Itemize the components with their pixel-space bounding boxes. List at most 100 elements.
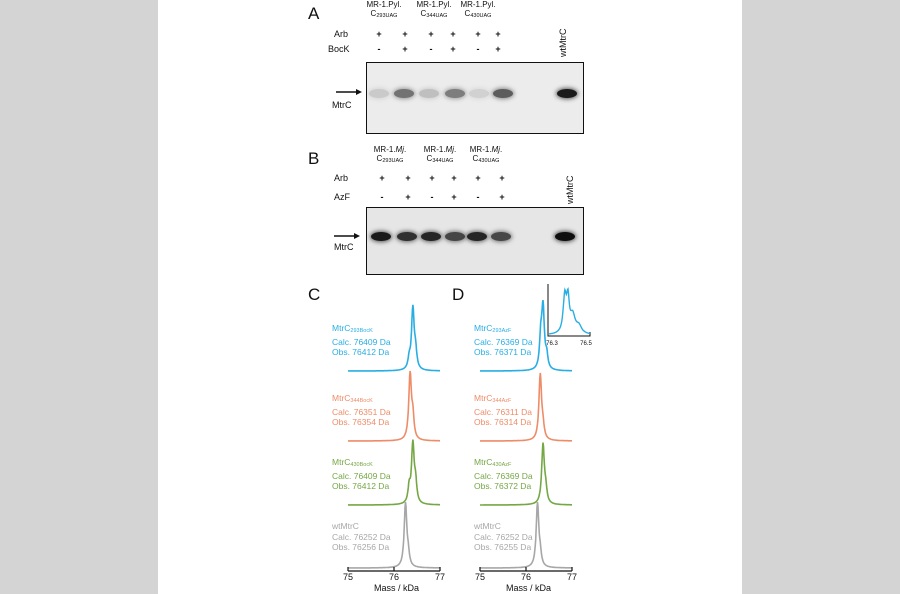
construct-italic: Mj [395,145,404,154]
spectrum-trace [480,502,572,569]
construct-suffix: . [404,145,407,154]
panel-b-row2-label: AzF [334,192,351,202]
row1-sign: + [376,29,382,39]
gel-band [369,89,389,98]
construct-main: C [376,154,383,163]
panel-b-construct-1: MR-1.Mj. C293UAG [368,145,412,166]
gel-band [419,89,439,98]
spectrum-trace [348,502,440,569]
construct-prefix: MR-1. [373,145,396,154]
panel-b-gel [366,207,584,275]
row2-sign: - [476,44,480,54]
construct-main: C [426,154,433,163]
panel-a-construct-2: MR-1.Pyl. C344UAG [412,0,456,21]
x-tick-label: 75 [475,572,485,582]
gel-band [371,232,391,241]
row1-sign: + [495,29,501,39]
obs-mass: Obs. 76372 Da [474,481,532,491]
row2-sign: - [380,192,384,202]
trace-name: MtrC [332,393,351,403]
panel-c-xlabel: Mass / kDa [374,583,420,593]
construct-italic: Mj [491,145,500,154]
construct-suffix: . [500,145,503,154]
trace-name: MtrC [332,457,351,467]
calc-mass: Calc. 76252 Da [474,531,533,542]
calc-mass: Calc. 76409 Da [332,470,391,481]
panel-b-control-label: wtMtrC [565,175,575,205]
panel-a-control-label: wtMtrC [558,28,568,58]
gel-band [397,232,417,241]
panel-b-letter: B [308,149,320,168]
obs-mass: Obs. 76412 Da [332,481,390,491]
trace-name-sub: 293BocK [350,328,373,334]
calc-mass: Calc. 76369 Da [474,336,533,347]
inset-tick-label: 76.3 [546,341,558,347]
construct-italic: Mj [445,145,454,154]
calc-mass: Calc. 76409 Da [332,336,391,347]
obs-mass: Obs. 76314 Da [474,417,532,427]
trace-name: MtrC [474,457,493,467]
construct-main: C [472,154,479,163]
row1-sign: + [402,29,408,39]
construct-prefix: MR-1. [423,145,446,154]
gel-band [445,89,465,98]
row2-sign: - [377,44,381,54]
gel-band [491,232,511,241]
gel-band [421,232,441,241]
trace-name: MtrC [474,323,493,333]
calc-mass: Calc. 76369 Da [474,470,533,481]
obs-mass: Obs. 76371 Da [474,347,532,357]
spectrum-trace [348,439,440,506]
construct-prefix: MR-1.Pyl. [460,0,496,9]
row2-sign: - [476,192,480,202]
row2-sign: - [429,44,433,54]
construct-main: C [464,9,471,18]
construct-sub: 293UAG [382,158,404,164]
calc-mass: Calc. 76351 Da [332,406,391,417]
gel-band [445,232,465,241]
panel-b-construct-3: MR-1.Mj. C430UAG [464,145,508,166]
panel-c-letter: C [308,285,321,304]
construct-sub: 293UAG [376,13,398,19]
construct-suffix: . [454,145,457,154]
panel-b-band-label: MtrC [334,242,354,252]
x-tick-label: 75 [343,572,353,582]
obs-mass: Obs. 76256 Da [332,542,390,552]
panel-d-xlabel: Mass / kDa [506,583,552,593]
construct-sub: 430UAG [470,13,492,19]
x-tick-label: 77 [567,572,577,582]
construct-sub: 430UAG [478,158,500,164]
construct-prefix: MR-1.Pyl. [366,0,402,9]
spectrum-trace [347,304,440,372]
gel-band [557,89,577,98]
x-tick-label: 76 [521,572,531,582]
row1-sign: + [450,29,456,39]
x-tick-label: 76 [389,572,399,582]
panel-a-construct-3: MR-1.Pyl. C430UAG [456,0,500,21]
trace-name-sub: 344AzF [492,398,512,404]
trace-name: wtMtrC [332,521,359,531]
trace-name-sub: 293AzF [492,328,512,334]
panel-a-row2-label: BocK [328,44,350,54]
gel-band [394,89,414,98]
inset-tick-label: 76.5 [580,341,592,347]
panel-d-inset: 76.3 76.5 [546,284,592,347]
construct-prefix: MR-1. [469,145,492,154]
calc-mass: Calc. 76311 Da [474,406,532,417]
row1-sign: + [499,173,505,183]
row2-sign: + [450,44,456,54]
construct-main: C [420,9,427,18]
trace-name-sub: 430BocK [350,462,373,468]
spectrum-trace [348,370,440,442]
row1-sign: + [428,29,434,39]
trace-name: MtrC [474,393,493,403]
row2-sign: + [495,44,501,54]
panel-b-arrow-icon [334,233,360,239]
